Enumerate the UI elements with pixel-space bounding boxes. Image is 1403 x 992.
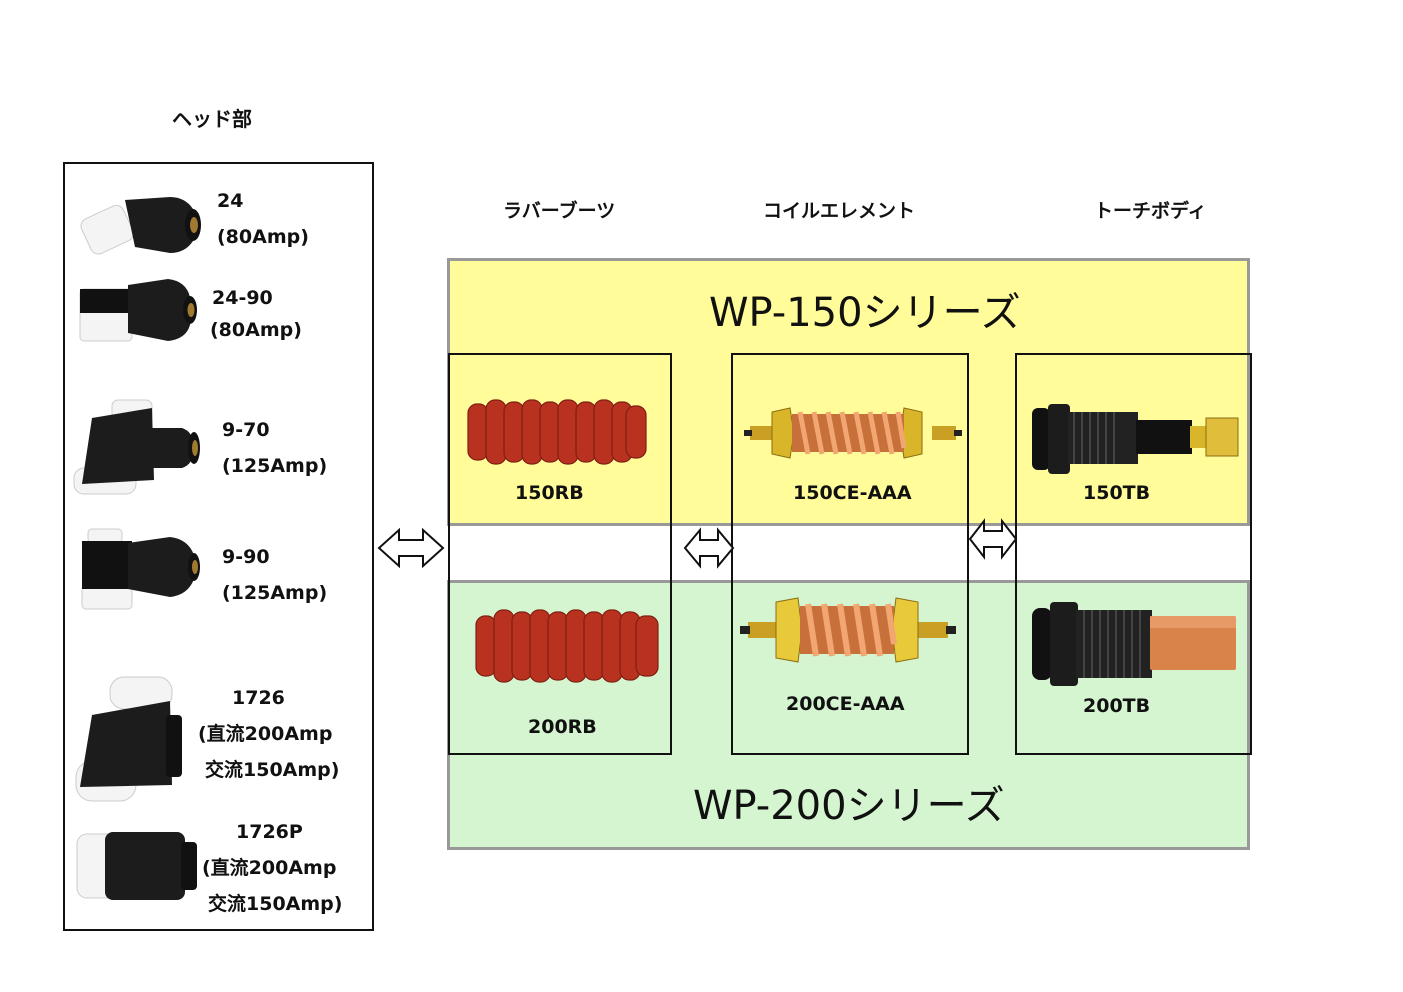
coil-element-200ce-label: 200CE-AAA bbox=[786, 693, 905, 715]
torch-body-200tb-image bbox=[1032, 602, 1236, 686]
head-1726-model: 1726 bbox=[232, 687, 285, 709]
coil-element-200ce-image bbox=[740, 597, 956, 663]
torch-body-150tb-label: 150TB bbox=[1083, 482, 1151, 504]
coil-element-column-box bbox=[731, 353, 969, 755]
head-24-image bbox=[80, 197, 201, 255]
column-header-torch-body: トーチボディ bbox=[1094, 200, 1207, 222]
head-24-amp: (80Amp) bbox=[217, 226, 309, 248]
wp200-series-title: WP-200シリーズ bbox=[693, 783, 1005, 829]
column-header-rubber-boot: ラバーブーツ bbox=[503, 200, 616, 222]
torch-body-gap bbox=[1017, 527, 1250, 579]
head-parts-box bbox=[63, 162, 374, 931]
wp150-series-panel bbox=[447, 258, 1250, 526]
coil-element-gap bbox=[733, 527, 967, 579]
rubber-boot-150rb-label: 150RB bbox=[515, 482, 584, 504]
head-9-90-model: 9-90 bbox=[222, 546, 270, 568]
head-1726p-amp-ac: 交流150Amp) bbox=[208, 893, 343, 915]
rubber-boot-column-box bbox=[448, 353, 672, 755]
torch-body-200tb-label: 200TB bbox=[1083, 695, 1151, 717]
boot-to-coil-double-arrow-icon bbox=[683, 527, 735, 569]
coil-element-150ce-label: 150CE-AAA bbox=[793, 482, 912, 504]
rubber-boot-150rb-image bbox=[467, 399, 647, 465]
rubber-boot-200rb-label: 200RB bbox=[528, 716, 597, 738]
head-9-90-amp: (125Amp) bbox=[222, 582, 328, 604]
torch-body-column-box bbox=[1015, 353, 1252, 755]
head-1726-amp-dc: (直流200Amp bbox=[198, 723, 333, 745]
head-9-90-image bbox=[81, 528, 200, 610]
head-24-model: 24 bbox=[217, 190, 244, 212]
torch-body-150tb-image bbox=[1032, 404, 1239, 474]
head-24-90-amp: (80Amp) bbox=[210, 319, 302, 341]
head-1726p-amp-dc: (直流200Amp bbox=[202, 857, 337, 879]
head-24-90-image bbox=[79, 279, 197, 342]
head-1726p-model: 1726P bbox=[236, 821, 303, 843]
wp150-series-title: WP-150シリーズ bbox=[709, 290, 1021, 336]
column-header-coil-element: コイルエレメント bbox=[763, 200, 916, 222]
head-24-90-model: 24-90 bbox=[212, 287, 273, 309]
head-9-70-amp: (125Amp) bbox=[222, 455, 328, 477]
head-section-title: ヘッド部 bbox=[172, 107, 252, 131]
head-9-70-image bbox=[73, 399, 200, 495]
head-9-70-model: 9-70 bbox=[222, 419, 270, 441]
head-1726-image bbox=[75, 676, 182, 802]
coil-to-body-double-arrow-icon bbox=[968, 518, 1018, 560]
rubber-boot-200rb-image bbox=[475, 609, 659, 683]
coil-element-150ce-image bbox=[744, 407, 962, 459]
rubber-boot-gap bbox=[450, 527, 670, 579]
head-1726-amp-ac: 交流150Amp) bbox=[205, 759, 340, 781]
head-1726p-image bbox=[76, 832, 197, 900]
head-to-boot-double-arrow-icon bbox=[377, 527, 445, 569]
